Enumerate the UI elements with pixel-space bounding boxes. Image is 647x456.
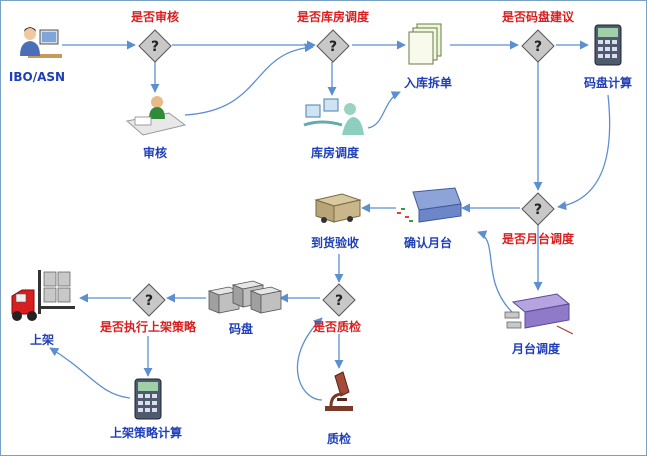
ibo-asn-label: IBO/ASN xyxy=(8,70,66,84)
putaway-question-label: 是否执行上架策略 xyxy=(99,320,197,334)
stack-decision-diamond: ? xyxy=(521,29,555,63)
warehouse-question-label: 是否库房调度 xyxy=(296,10,370,24)
qc-question-label: 是否质检 xyxy=(312,320,362,334)
calculator-icon xyxy=(594,24,622,66)
dock-question-label: 是否月台调度 xyxy=(501,232,575,246)
putaway-decision-diamond: ? xyxy=(132,283,166,317)
arrow-dispatch-to-confirm xyxy=(477,230,513,313)
dock-confirm-label: 确认月台 xyxy=(403,236,453,250)
stack-calc-label: 码盘计算 xyxy=(583,76,633,90)
operator-icon xyxy=(20,27,62,58)
arrow-dispatch-to-inbound xyxy=(367,91,401,129)
svg-text:?: ? xyxy=(329,39,337,55)
svg-text:?: ? xyxy=(534,39,542,55)
microscope-icon xyxy=(325,371,353,411)
qc-decision-diamond: ? xyxy=(322,283,356,317)
arrival-check-label: 到货验收 xyxy=(310,236,360,250)
svg-text:?: ? xyxy=(145,293,153,309)
inbound-split-label: 入库拆单 xyxy=(403,76,453,90)
arrow-qc-to-qc-q xyxy=(296,317,323,401)
arrow-calc-to-shelving xyxy=(49,347,131,399)
arrow-audit-to-warehouse-q xyxy=(184,43,314,116)
dock-decision-diamond: ? xyxy=(521,192,555,226)
svg-text:?: ? xyxy=(335,293,343,309)
forklift-icon xyxy=(11,270,75,321)
warehouse-dispatch-label: 库房调度 xyxy=(310,146,360,160)
svg-text:?: ? xyxy=(534,202,542,218)
pallet-stack-icon xyxy=(207,280,283,314)
stack-question-label: 是否码盘建议 xyxy=(501,10,575,24)
putaway-calc-label: 上架策略计算 xyxy=(109,426,183,440)
dock-dispatch-label: 月台调度 xyxy=(511,342,561,356)
arrow-calc-to-dock-q xyxy=(557,94,611,211)
warehouse-dispatch-icon xyxy=(303,98,364,135)
shelving-label: 上架 xyxy=(29,333,55,347)
dock-dispatch-icon xyxy=(504,293,574,335)
warehouse-decision-diamond: ? xyxy=(316,29,350,63)
audit-decision-diamond: ? xyxy=(138,29,172,63)
audit-label: 审核 xyxy=(142,146,168,160)
svg-text:?: ? xyxy=(151,39,159,55)
dock-building-icon xyxy=(397,187,462,223)
truck-icon xyxy=(314,193,362,223)
putaway-calculator-icon xyxy=(134,378,162,420)
qc-label: 质检 xyxy=(326,432,352,446)
documents-icon xyxy=(408,23,442,65)
audit-question-label: 是否审核 xyxy=(130,10,180,24)
audit-worker-icon xyxy=(125,96,187,136)
stacking-label: 码盘 xyxy=(228,322,254,336)
